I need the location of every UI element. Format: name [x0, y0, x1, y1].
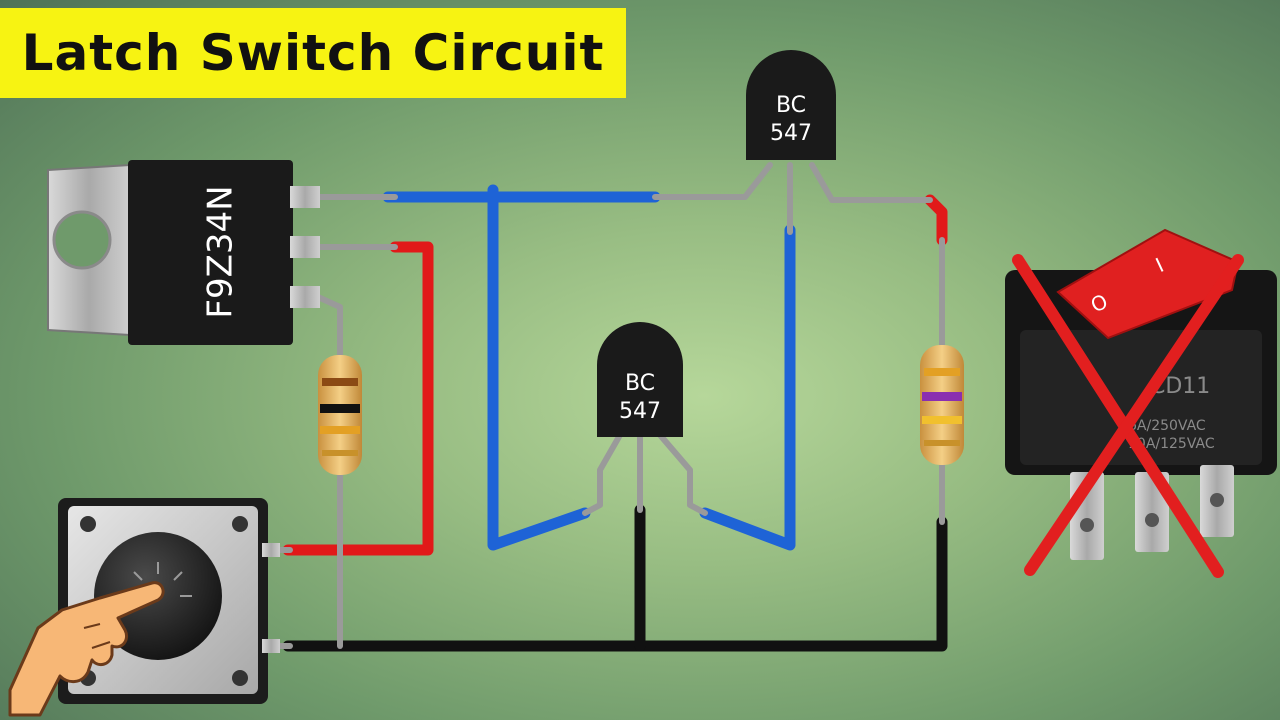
mosfet-pin-1 — [290, 186, 320, 208]
resistor-right-body — [920, 345, 964, 465]
push-button-pin-bottom — [262, 639, 280, 653]
mosfet: F9Z34N — [47, 160, 320, 345]
red-x-icon — [1012, 254, 1244, 578]
resistor-right-band-4 — [924, 440, 960, 446]
lead-top-transistor-left — [652, 162, 773, 200]
resistor-left-band-4 — [322, 450, 358, 456]
hand-pointer-icon — [8, 581, 165, 717]
rocker-rating-2: 10A/125VAC — [1128, 436, 1215, 452]
push-button-screw-4 — [232, 670, 248, 686]
mosfet-label: F9Z34N — [201, 185, 241, 318]
wire-red-drain — [282, 241, 434, 556]
lead-top-transistor-right — [809, 162, 933, 203]
resistor-left — [318, 355, 362, 475]
page-title: Latch Switch Circuit — [21, 24, 605, 82]
transistor-top-body — [746, 50, 836, 160]
transistor-middle: BC 547 — [597, 322, 683, 437]
transistor-middle-label-1: BC — [625, 371, 655, 396]
transistor-top-label-1: BC — [776, 93, 806, 118]
wire-black-ground — [282, 516, 948, 652]
resistor-right-band-2 — [922, 392, 962, 401]
transistor-middle-body — [597, 322, 683, 437]
lead-mid-transistor-right — [657, 432, 708, 516]
wire-blue-drop — [487, 184, 591, 551]
title-banner: Latch Switch Circuit — [0, 8, 626, 98]
resistor-right-band-1 — [924, 368, 960, 376]
transistor-middle-label-2: 547 — [619, 399, 661, 424]
rocker-rating-1: 6A/250VAC — [1128, 418, 1206, 434]
wire-blue-right — [699, 224, 796, 551]
push-button-screw-1 — [80, 516, 96, 532]
resistor-left-band-3 — [320, 426, 360, 434]
mosfet-pin-2 — [290, 236, 320, 258]
mosfet-mount-hole — [52, 210, 112, 270]
mosfet-pin-3 — [290, 286, 320, 308]
rocker-switch-paddle — [1056, 228, 1240, 340]
lead-source — [315, 294, 343, 363]
push-button-pin-top — [262, 543, 280, 557]
resistor-left-body — [318, 355, 362, 475]
resistor-right — [920, 345, 964, 465]
resistor-right-band-3 — [922, 416, 962, 424]
resistor-left-band-2 — [320, 404, 360, 413]
wire-red-right — [924, 194, 948, 246]
resistor-left-band-1 — [322, 378, 358, 386]
push-button-screw-2 — [232, 516, 248, 532]
transistor-top: BC 547 — [746, 50, 836, 160]
lead-mid-transistor-left — [582, 432, 623, 516]
wires — [259, 162, 948, 652]
transistor-top-label-2: 547 — [770, 121, 812, 146]
mosfet-body — [128, 160, 293, 345]
